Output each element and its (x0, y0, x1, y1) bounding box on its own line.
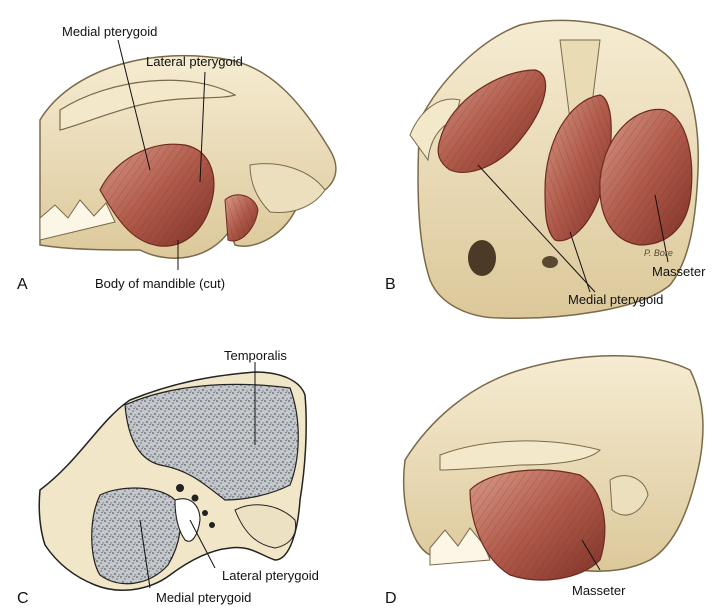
panel-letter-d: D (385, 590, 397, 607)
label-c-lateral-pterygoid: Lateral pterygoid (222, 568, 319, 583)
label-c-medial-pterygoid: Medial pterygoid (156, 590, 252, 605)
panel-c-medial-pterygoid-muscle (91, 487, 181, 585)
panel-d-teeth (429, 527, 491, 566)
panel-b-illustration (409, 19, 699, 319)
label-a-lateral-pterygoid: Lateral pterygoid (146, 54, 243, 69)
label-b-masseter: Masseter (652, 264, 706, 279)
panel-letter-a: A (17, 276, 28, 293)
panel-d-illustration (402, 355, 704, 581)
panel-c-lateral-pterygoid-muscle (174, 498, 201, 542)
panel-c-illustration (38, 362, 307, 591)
panel-a-teeth (39, 199, 116, 241)
label-b-medial-pterygoid: Medial pterygoid (568, 292, 664, 307)
label-b-signature: P. Bore (644, 248, 673, 258)
label-a-medial-pterygoid: Medial pterygoid (62, 24, 158, 39)
label-a-body-of-mandible: Body of mandible (cut) (95, 276, 226, 291)
label-c-temporalis: Temporalis (224, 348, 287, 363)
panel-letter-b: B (385, 276, 396, 293)
panel-a-illustration (39, 39, 337, 270)
label-d-masseter: Masseter (572, 583, 626, 598)
panel-letter-c: C (17, 590, 29, 607)
